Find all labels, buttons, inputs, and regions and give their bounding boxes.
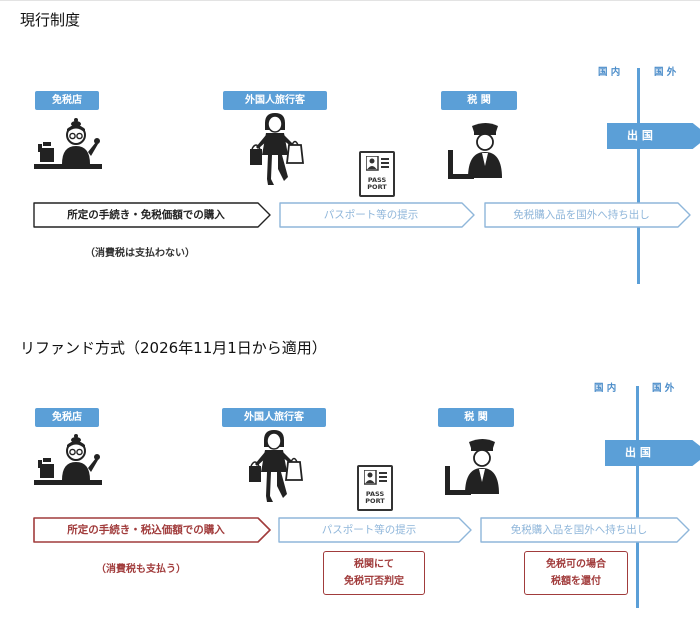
step-purchase: 所定の手続き・税込価額での購入 — [33, 517, 271, 543]
tag-foreign-traveler: 外国人旅行客 — [222, 408, 326, 427]
step-export-label: 免税購入品を国外へ持ち出し — [513, 209, 650, 221]
top-rule — [0, 0, 700, 1]
passport-line-2: PORT — [365, 497, 385, 505]
passport-line-1: PASS — [365, 490, 385, 498]
overseas-label: 国 外 — [652, 383, 675, 394]
step-passport: パスポート等の提示 — [278, 517, 472, 543]
tag-customs: 税 関 — [441, 91, 517, 110]
tag-customs: 税 関 — [438, 408, 514, 427]
refund-box: 免税可の場合 税額を還付 — [524, 551, 628, 595]
customs-box-line-1: 税関にて — [354, 559, 394, 570]
step-export: 免税購入品を国外へ持ち出し — [480, 517, 690, 543]
step-purchase-label: 所定の手続き・税込価額での購入 — [67, 524, 225, 536]
domestic-label: 国 内 — [594, 383, 617, 394]
passport-line-1: PASS — [367, 176, 387, 184]
refund-box-line-1: 免税可の場合 — [546, 559, 606, 570]
step-export: 免税購入品を国外へ持ち出し — [484, 202, 691, 228]
departure-arrow: 出 国 — [607, 123, 700, 149]
step-passport: パスポート等の提示 — [279, 202, 475, 228]
passport-icon: PASS PORT — [359, 151, 395, 197]
border-line — [636, 386, 639, 608]
customs-box-line-2: 免税可否判定 — [344, 576, 404, 587]
passport-icon: PASS PORT — [357, 465, 393, 511]
departure-arrow: 出 国 — [605, 440, 700, 466]
tag-foreign-traveler: 外国人旅行客 — [223, 91, 327, 110]
section-title: リファンド方式（2026年11月1日から適用） — [20, 339, 327, 357]
refund-box-line-2: 税額を還付 — [551, 576, 601, 587]
customs-officer-icon — [445, 436, 507, 498]
border-line — [637, 68, 640, 284]
step-export-label: 免税購入品を国外へ持ち出し — [510, 524, 648, 536]
domestic-label: 国 内 — [598, 67, 621, 78]
tag-duty-free-shop: 免税店 — [35, 408, 99, 427]
traveler-icon — [243, 430, 305, 506]
customs-judgement-box: 税関にて 免税可否判定 — [323, 551, 425, 595]
step-purchase-label: 所定の手続き・免税価額での購入 — [67, 209, 225, 221]
tax-note: （消費税も支払う） — [96, 564, 186, 575]
shopkeeper-icon — [34, 118, 104, 180]
shopkeeper-icon — [34, 434, 104, 496]
section-title: 現行制度 — [20, 11, 81, 29]
tag-duty-free-shop: 免税店 — [35, 91, 99, 110]
step-passport-label: パスポート等の提示 — [323, 209, 419, 221]
passport-line-2: PORT — [367, 183, 387, 191]
step-purchase: 所定の手続き・免税価額での購入 — [33, 202, 271, 228]
step-passport-label: パスポート等の提示 — [321, 524, 417, 536]
customs-officer-icon — [448, 120, 510, 182]
traveler-icon — [244, 113, 306, 189]
overseas-label: 国 外 — [654, 67, 677, 78]
tax-note: （消費税は支払わない） — [85, 248, 195, 259]
